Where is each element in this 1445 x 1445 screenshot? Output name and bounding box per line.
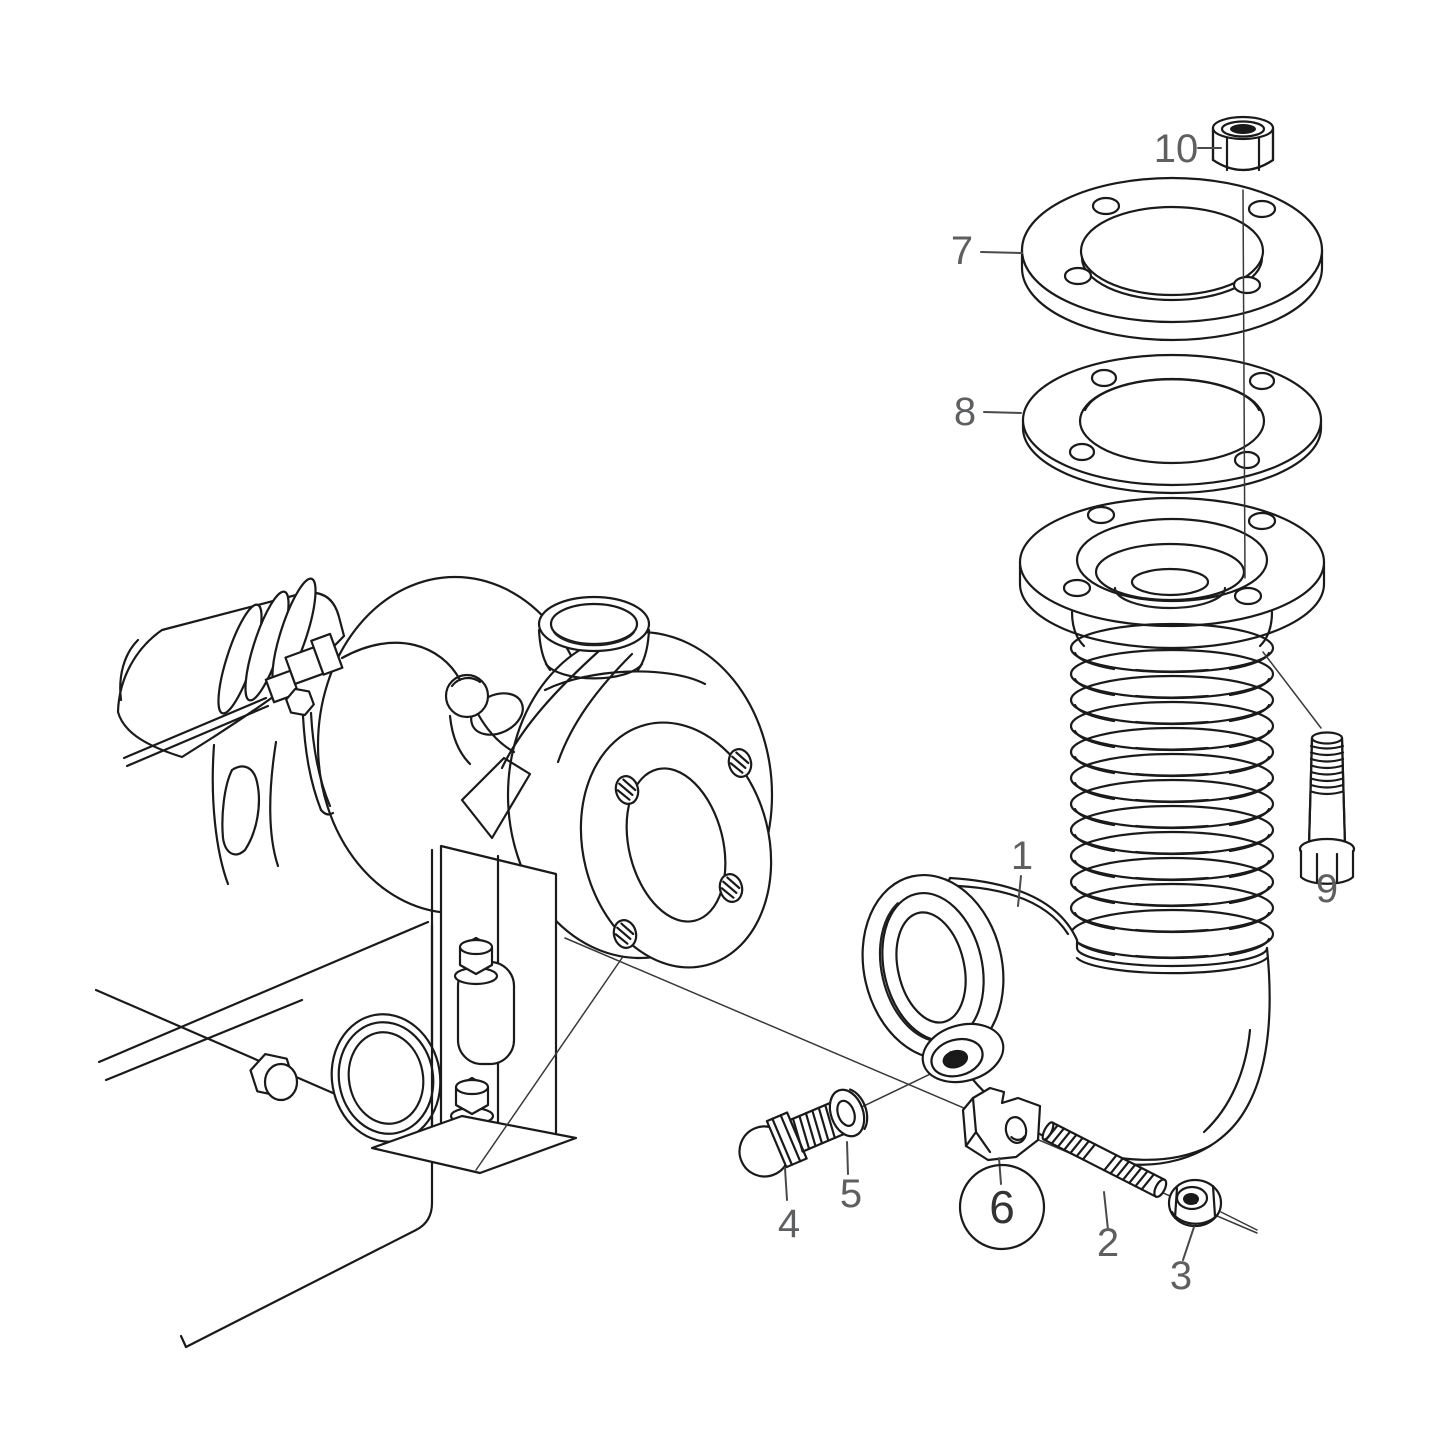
clamp-part-6 [961, 1086, 1042, 1162]
turbocharger-assembly [94, 575, 774, 1349]
bracket-arm [211, 740, 280, 886]
construction-line [475, 957, 623, 1171]
part-label-10[interactable]: 10 [1154, 127, 1199, 171]
stack-center-line [1242, 189, 1246, 579]
part-label-5[interactable]: 5 [840, 1172, 862, 1216]
flange-part-7 [1020, 176, 1324, 342]
axis-tail-line [1220, 1211, 1258, 1231]
mounting-bracket [370, 844, 578, 1175]
turbine-outlet-flange [579, 721, 773, 969]
gasket-part-8 [1021, 353, 1323, 495]
nut-part-3 [1167, 1178, 1223, 1228]
part-label-2[interactable]: 2 [1097, 1221, 1119, 1265]
part-label-9[interactable]: 9 [1316, 867, 1338, 911]
top-port [537, 595, 651, 680]
stud-part-2 [1041, 1121, 1168, 1199]
ball-port [444, 673, 524, 766]
part-label-3[interactable]: 3 [1170, 1254, 1192, 1298]
bellows-pipe [1069, 622, 1275, 960]
leader-lines [784, 147, 1222, 1261]
nut-part-10 [1211, 115, 1275, 172]
bolt-part-9 [1298, 731, 1356, 885]
part-label-4[interactable]: 4 [778, 1202, 800, 1246]
highlight-ring [958, 1163, 1046, 1251]
bracket-bolt [453, 936, 499, 986]
part-label-8[interactable]: 8 [954, 390, 976, 434]
oil-line [122, 632, 462, 816]
flange-bolt-hole [612, 919, 638, 949]
elbow-threaded-boss [921, 1022, 1005, 1084]
intake-tube [116, 577, 346, 759]
bellows-shading [1073, 651, 1271, 959]
elbow-part-1 [861, 873, 1271, 1166]
part-label-7[interactable]: 7 [951, 229, 973, 273]
bolt9-leader-line [1262, 651, 1322, 729]
flange-bolt-hole [718, 873, 744, 903]
block-hex-plug [249, 1053, 299, 1102]
part-6-highlight[interactable]: 6 [958, 1163, 1046, 1251]
flange-bolt-hole [614, 775, 640, 805]
part-label-6: 6 [989, 1181, 1015, 1233]
bellows-flange [1018, 496, 1326, 650]
part-label-1[interactable]: 1 [1011, 834, 1033, 878]
flange-bolt-hole [727, 748, 753, 778]
washer-part-5 [828, 1088, 869, 1138]
